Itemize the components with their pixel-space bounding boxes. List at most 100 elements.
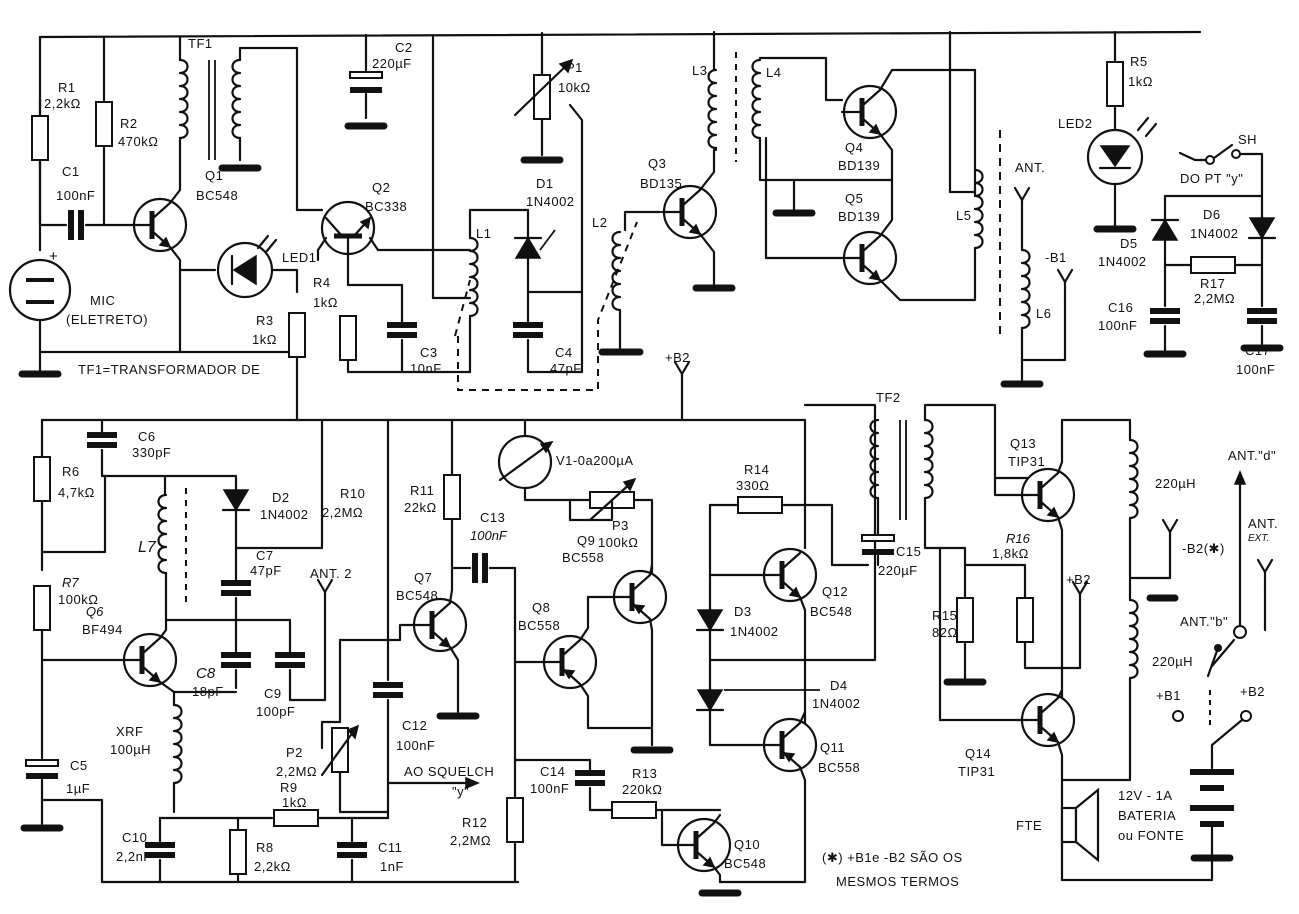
svg-text:+B1: +B1 [1156,688,1181,703]
svg-text:MIC: MIC [90,293,115,308]
svg-text:L2: L2 [592,215,607,230]
svg-text:1N4002: 1N4002 [812,696,861,711]
svg-text:100µH: 100µH [110,742,151,757]
svg-text:2,2kΩ: 2,2kΩ [44,96,81,111]
svg-text:100nF: 100nF [1098,318,1137,333]
svg-text:+B2: +B2 [1240,684,1265,699]
footnote: (✱) +B1e -B2 SÃO OS MESMOS TERMOS [822,850,963,889]
capacitor-c10: C10 2,2nF [116,816,274,884]
svg-text:1N4002: 1N4002 [1190,226,1239,241]
svg-text:C12: C12 [402,718,427,733]
svg-text:TF1=TRANSFORMADOR DE: TF1=TRANSFORMADOR DE [78,362,260,377]
resistor-r3: R3 1kΩ [252,312,306,422]
svg-text:2,2MΩ: 2,2MΩ [1194,291,1235,306]
svg-text:(✱) +B1e -B2 SÃO OS: (✱) +B1e -B2 SÃO OS [822,850,963,865]
svg-text:BC548: BC548 [396,588,438,603]
svg-text:R8: R8 [256,840,274,855]
led-led2: LED2 [1058,116,1158,233]
diode-d3: D3 1N4002 [695,604,778,692]
svg-text:82Ω: 82Ω [932,625,958,640]
potentiometer-p1: P1 10kΩ [513,31,591,294]
inductor-l5: L5 [948,30,1001,340]
svg-text:2,2kΩ: 2,2kΩ [254,859,291,874]
diode-d4: D4 1N4002 [695,418,877,747]
svg-text:10kΩ: 10kΩ [558,80,591,95]
svg-text:100pF: 100pF [256,704,295,719]
capacitor-c5: C5 1µF [20,740,520,884]
transistor-q7: Q7 BC548 [338,570,480,720]
svg-text:P2: P2 [286,745,303,760]
resistor-r13: R13 220kΩ [611,766,722,819]
svg-text:C3: C3 [420,345,438,360]
capacitor-c3: C3 10nF [387,283,441,376]
svg-text:220kΩ: 220kΩ [622,782,662,797]
svg-text:2,2MΩ: 2,2MΩ [276,764,317,779]
battery: 12V - 1A BATERIA ou FONTE [1118,769,1234,862]
svg-text:100nF: 100nF [396,738,435,753]
svg-text:1,8kΩ: 1,8kΩ [992,546,1029,561]
tuning-gang-dashes [454,221,638,391]
svg-text:220µF: 220µF [372,56,412,71]
svg-text:L4: L4 [766,65,781,80]
svg-text:100nF: 100nF [1236,362,1275,377]
capacitor-c12: C12 100nF [373,685,435,820]
svg-text:L1: L1 [476,226,491,241]
svg-text:R2: R2 [120,116,138,131]
svg-text:Q4: Q4 [845,140,863,155]
svg-text:LED1: LED1 [282,250,317,265]
svg-text:D2: D2 [272,490,290,505]
svg-text:L7: L7 [138,539,157,556]
svg-text:1µF: 1µF [66,781,90,796]
svg-text:MESMOS TERMOS: MESMOS TERMOS [836,874,959,889]
svg-text:R3: R3 [256,313,274,328]
svg-text:100nF: 100nF [530,781,569,796]
diode-d6: D6 1N4002 [1190,203,1277,308]
resistor-r6: R6 4,7kΩ [33,433,107,572]
svg-text:Q12: Q12 [822,584,848,599]
transistor-q2: Q2 BC338 [316,180,472,287]
transistor-q9: Q9 BC558 [562,533,674,754]
svg-text:DO PT "y": DO PT "y" [1180,171,1243,186]
svg-text:ANT.: ANT. [1248,516,1278,531]
svg-text:Q5: Q5 [845,191,863,206]
svg-text:R1: R1 [58,80,76,95]
transistor-q10: Q10 BC548 [660,808,807,897]
svg-text:BC558: BC558 [562,550,604,565]
mic-section: + [8,35,302,378]
svg-text:R11: R11 [410,483,434,498]
resistor-r1: R1 2,2kΩ [31,80,81,161]
svg-text:TF1: TF1 [188,36,213,51]
svg-text:BD139: BD139 [838,209,880,224]
svg-text:R13: R13 [632,766,657,781]
svg-text:C2: C2 [395,40,413,55]
capacitor-c6: C6 330pF [40,418,171,497]
svg-text:47pF: 47pF [250,563,282,578]
potentiometer-p2: P2 2,2MΩ [276,638,390,814]
svg-text:XRF: XRF [116,724,144,739]
inductor-220uh-b: 220µH [1060,598,1193,782]
diode-d2: D2 1N4002 [164,418,324,582]
svg-text:C14: C14 [540,764,565,779]
svg-text:Q3: Q3 [648,156,666,171]
svg-text:BF494: BF494 [82,622,123,637]
svg-text:TIP31: TIP31 [958,764,995,779]
svg-text:C7: C7 [256,548,274,563]
capacitor-c17: C17 100nF [1236,311,1284,377]
svg-text:C6: C6 [138,429,156,444]
diode-d1: D1 1N4002 [468,176,574,294]
svg-text:1N4002: 1N4002 [1098,254,1147,269]
svg-text:C11: C11 [378,840,402,855]
svg-text:C10: C10 [122,830,147,845]
svg-text:SH: SH [1238,132,1257,147]
antenna-l6: ANT. -B1 L6 [1000,160,1074,388]
svg-text:22kΩ: 22kΩ [404,500,437,515]
transformer-tf1: TF1 [178,35,324,212]
svg-text:1kΩ: 1kΩ [252,332,277,347]
svg-text:C8: C8 [196,665,216,682]
svg-text:BC548: BC548 [810,604,852,619]
svg-text:R9: R9 [280,780,298,795]
svg-text:TF2: TF2 [876,390,901,405]
svg-text:BC558: BC558 [818,760,860,775]
transistor-q1: Q1 BC548 [132,168,238,354]
svg-text:+B2: +B2 [665,350,690,365]
